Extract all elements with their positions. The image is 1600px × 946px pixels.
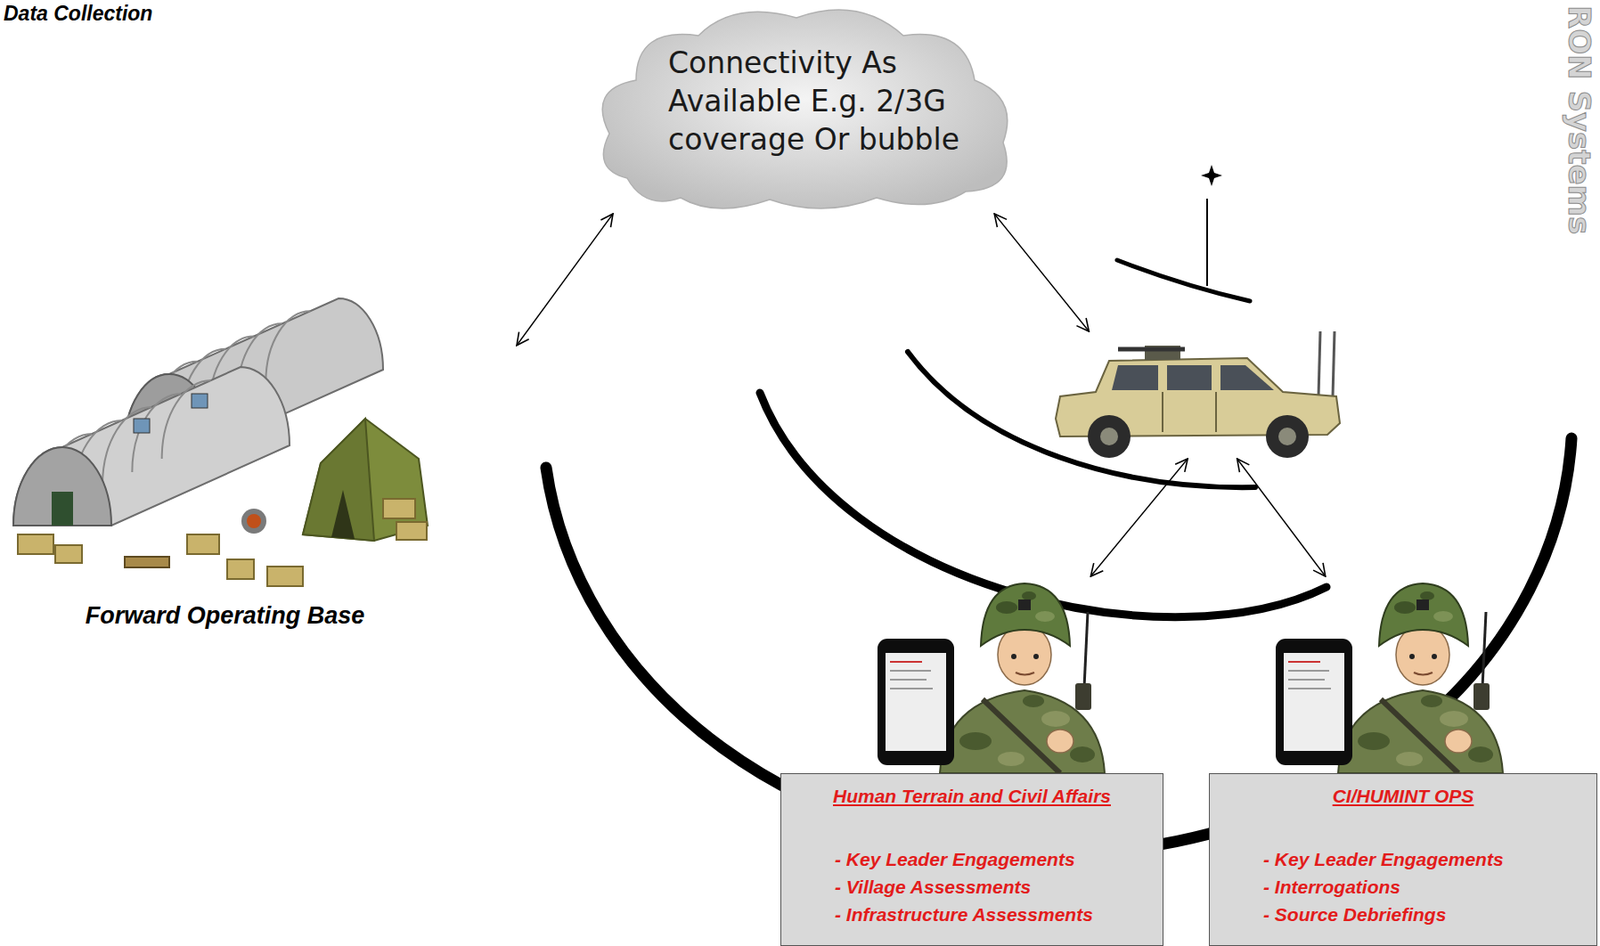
team-illustration — [877, 583, 1503, 774]
base-illustration-part — [227, 559, 254, 580]
antenna-symbol — [1200, 164, 1223, 286]
base-illustration-part-part — [102, 407, 152, 486]
vehicle-illustration-part — [1278, 427, 1297, 446]
vehicle-illustration-part — [1332, 331, 1335, 397]
base-illustration-part — [241, 508, 267, 534]
radio-wave-arc — [546, 260, 1572, 854]
team-illustration-part — [1275, 583, 1503, 774]
base-illustration-part — [13, 447, 112, 526]
antenna-symbol-part — [1206, 198, 1209, 286]
team-panel: CI/HUMINT OPS - Key Leader Engagements- I… — [1208, 773, 1598, 946]
base-illustration-part — [55, 545, 82, 564]
vehicle-illustration-part — [1100, 427, 1119, 446]
base-illustration-part — [51, 491, 74, 526]
base-illustration-part-part — [162, 380, 212, 459]
base-illustration-part — [191, 393, 208, 409]
vehicle-illustration — [1055, 331, 1340, 458]
cloud-node: Connectivity As Available E.g. 2/3G cove… — [591, 0, 1021, 214]
base-node: Forward Operating Base — [0, 293, 517, 637]
task-item: - Source Debriefings — [1263, 900, 1588, 929]
task-item: - Key Leader Engagements — [834, 845, 1154, 874]
team-heading: CI/HUMINT OPS — [1218, 784, 1588, 809]
base-illustration-part — [331, 489, 355, 539]
task-item: - Key Leader Engagements — [1263, 845, 1588, 874]
team-heading: Human Terrain and Civil Affairs — [790, 784, 1154, 809]
connector-arrow — [516, 213, 613, 346]
base-illustration-part — [124, 556, 170, 568]
vehicle-illustration-part — [1318, 331, 1321, 397]
vehicle-illustration-part — [1161, 391, 1164, 433]
base-illustration-part-part — [265, 310, 311, 383]
base-illustration-part — [267, 566, 303, 587]
base-illustration-part — [302, 418, 375, 541]
base-illustration-part — [383, 498, 416, 519]
base-illustration-part — [133, 418, 150, 433]
connectivity-note: Connectivity As Available E.g. 2/3G cove… — [668, 44, 1012, 160]
cloud-text-block: Connectivity As Available E.g. 2/3G cove… — [668, 44, 1012, 160]
team-node: CI/HUMINT OPS - Key Leader Engagements- I… — [1208, 576, 1598, 946]
vehicle-illustration-part — [1111, 365, 1159, 391]
antenna-symbol-part — [1200, 164, 1223, 187]
task-item: - Village Assessments — [834, 873, 1154, 901]
team-node: Human Terrain and Civil Affairs - Key Lea… — [780, 576, 1164, 946]
watermark: RON Systems — [1564, 5, 1595, 235]
base-illustration-part — [246, 514, 262, 529]
vehicle-illustration-part — [1265, 415, 1309, 458]
base-illustration-part — [17, 534, 54, 555]
base-illustration-part-part — [131, 393, 181, 473]
connector-arrow — [1090, 458, 1188, 577]
connector-arrow — [1237, 458, 1326, 577]
team-panel: Human Terrain and Civil Affairs - Key Lea… — [780, 773, 1164, 946]
base-illustration-part — [396, 522, 427, 540]
base-illustration-part — [13, 367, 290, 526]
base-illustration — [13, 298, 428, 587]
vehicle-illustration-part — [1220, 365, 1274, 391]
radio-wave-arc-part — [1117, 260, 1250, 302]
connector-arrow — [994, 213, 1089, 332]
node-caption: Forward Operating Base — [0, 602, 450, 630]
task-item: - Interrogations — [1263, 873, 1588, 901]
vehicle-illustration-part — [1215, 391, 1217, 433]
base-illustration-part — [187, 534, 220, 555]
vehicle-node — [1051, 331, 1342, 459]
vehicle-illustration-part — [1087, 415, 1131, 458]
vehicle-illustration-part — [1118, 347, 1185, 352]
diagram-title: Data Collection — [3, 1, 153, 26]
team-illustration-part — [877, 583, 1105, 774]
task-item: - Infrastructure Assessments — [834, 900, 1154, 929]
base-illustration-part — [302, 418, 428, 541]
vehicle-illustration-part — [1167, 365, 1212, 391]
